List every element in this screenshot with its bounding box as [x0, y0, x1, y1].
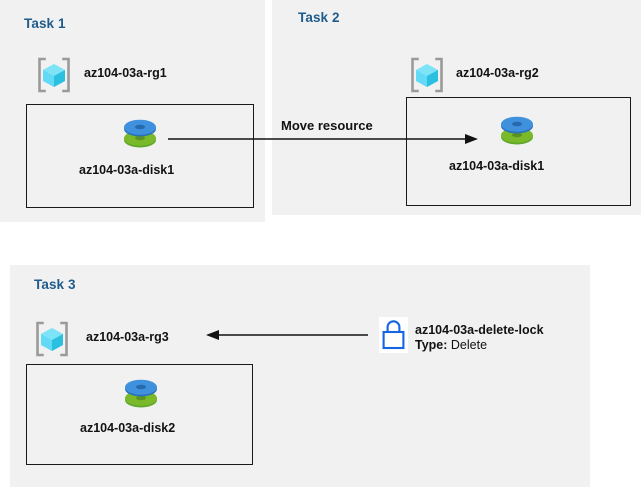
resource-group-label-1: az104-03a-rg1: [84, 66, 167, 80]
move-resource-label: Move resource: [281, 118, 373, 133]
managed-disk-icon: [118, 113, 162, 155]
task-3-resource-box: [26, 364, 253, 465]
resource-group-label-2: az104-03a-rg2: [456, 66, 539, 80]
lock-type-row: Type: Delete: [415, 338, 487, 352]
resource-group-icon: [35, 56, 73, 94]
lock-type-value: Delete: [450, 338, 488, 352]
managed-disk-icon: [119, 373, 163, 415]
task-panel-1: [0, 0, 265, 222]
task-2-heading: Task 2: [298, 10, 340, 25]
task-panel-2: [272, 0, 641, 215]
task-1-heading: Task 1: [24, 16, 66, 31]
task-2-resource-box: [406, 97, 631, 206]
lock-icon: [379, 317, 408, 353]
resource-group-label-3: az104-03a-rg3: [86, 330, 169, 344]
resource-group-icon: [33, 320, 71, 358]
disk-label-3: az104-03a-disk2: [80, 421, 176, 435]
task-panel-3: [10, 265, 590, 487]
task-3-heading: Task 3: [34, 277, 76, 292]
disk-label-2: az104-03a-disk1: [449, 159, 545, 173]
lock-type-key: Type:: [415, 338, 448, 352]
resource-group-icon: [408, 56, 446, 94]
managed-disk-icon: [495, 110, 539, 152]
disk-label-1: az104-03a-disk1: [79, 163, 175, 177]
task-1-resource-box: [26, 104, 254, 208]
lock-name-label: az104-03a-delete-lock: [415, 323, 544, 337]
